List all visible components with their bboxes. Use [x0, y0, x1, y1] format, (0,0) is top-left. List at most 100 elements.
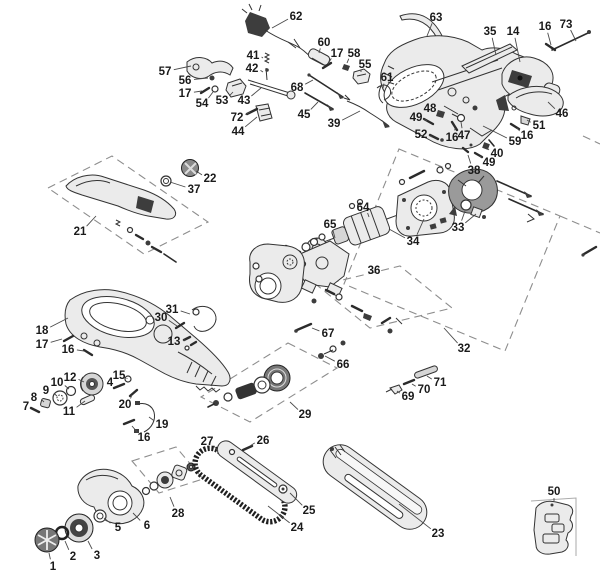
leader-line — [249, 442, 256, 447]
part-number-34: 34 — [407, 236, 420, 248]
leader-line — [516, 127, 520, 132]
part-number-56: 56 — [179, 75, 192, 87]
part-number-37: 37 — [188, 184, 201, 196]
leader-line — [367, 212, 370, 218]
part-number-16: 16 — [446, 132, 459, 144]
leader-line — [547, 32, 552, 46]
part-number-66: 66 — [337, 359, 350, 371]
wall-bracket — [530, 497, 577, 556]
trigger-assembly — [186, 52, 296, 122]
leader-line — [86, 215, 97, 227]
leader-line — [64, 385, 70, 390]
leader-line — [193, 90, 203, 93]
leader-line — [526, 119, 531, 123]
part-number-70: 70 — [418, 384, 431, 396]
part-number-51: 51 — [533, 120, 546, 132]
part-number-32: 32 — [458, 343, 471, 355]
part-number-28: 28 — [172, 508, 185, 520]
part-number-46: 46 — [556, 108, 569, 120]
part-number-65: 65 — [324, 219, 337, 231]
leader-line — [53, 393, 58, 397]
leader-line — [132, 512, 141, 521]
leader-line — [41, 399, 45, 403]
part-number-67: 67 — [322, 328, 335, 340]
part-number-25: 25 — [303, 505, 316, 517]
leader-line — [48, 552, 51, 560]
leader-line — [103, 517, 111, 524]
armature — [301, 198, 400, 252]
part-number-19: 19 — [156, 419, 169, 431]
leader-line — [324, 355, 336, 362]
part-number-13: 13 — [168, 336, 181, 348]
leader-line — [443, 327, 458, 344]
part-number-7: 7 — [23, 401, 29, 413]
adjuster-pins — [385, 365, 438, 395]
part-number-31: 31 — [166, 304, 179, 316]
leader-line — [479, 155, 482, 159]
leader-line — [195, 170, 203, 176]
leader-line — [398, 503, 432, 530]
leader-line — [169, 181, 186, 188]
leader-line — [465, 213, 477, 224]
part-number-58: 58 — [348, 48, 361, 60]
leader-line — [251, 87, 262, 97]
part-number-1: 1 — [50, 561, 57, 573]
part-number-22: 22 — [204, 173, 217, 185]
part-number-57: 57 — [159, 66, 172, 78]
part-number-21: 21 — [74, 226, 87, 238]
part-number-68: 68 — [291, 82, 304, 94]
part-number-17: 17 — [36, 339, 49, 351]
tension-rods — [304, 73, 390, 128]
leader-line — [169, 496, 175, 507]
leader-line — [148, 416, 155, 422]
rear-grip — [496, 85, 564, 117]
part-number-53: 53 — [216, 95, 229, 107]
part-number-18: 18 — [36, 325, 49, 337]
part-number-17: 17 — [331, 48, 344, 60]
part-number-17: 17 — [179, 88, 192, 100]
part-number-60: 60 — [318, 37, 331, 49]
part-number-50: 50 — [548, 486, 561, 498]
part-number-44: 44 — [232, 126, 245, 138]
leader-line — [491, 37, 497, 56]
leader-line — [429, 135, 433, 138]
part-number-62: 62 — [290, 11, 303, 23]
leader-line — [267, 505, 290, 524]
cord-clamp-parts — [321, 61, 392, 104]
part-number-16: 16 — [539, 21, 552, 33]
part-number-33: 33 — [452, 222, 465, 234]
leader-line — [382, 83, 385, 89]
part-number-54: 54 — [196, 98, 209, 110]
part-number-35: 35 — [484, 26, 497, 38]
leader-line — [49, 317, 69, 328]
leader-line — [327, 58, 332, 65]
leader-line — [64, 540, 70, 550]
part-number-36: 36 — [368, 265, 381, 277]
leader-line — [486, 147, 490, 151]
trim-strip — [461, 43, 518, 74]
leader-line — [547, 101, 556, 110]
leader-line — [460, 121, 463, 129]
leader-line — [76, 349, 85, 352]
clutch-parts — [34, 509, 107, 553]
leader-line — [271, 18, 289, 29]
gear-housing — [249, 243, 305, 303]
power-cord-plug — [241, 3, 331, 67]
part-number-16: 16 — [521, 130, 534, 142]
part-number-4: 4 — [107, 377, 114, 389]
part-number-10: 10 — [51, 377, 64, 389]
part-number-26: 26 — [257, 435, 270, 447]
leader-line — [426, 375, 433, 380]
part-number-72: 72 — [231, 112, 244, 124]
part-number-3: 3 — [94, 550, 100, 562]
part-number-73: 73 — [560, 19, 573, 31]
part-number-39: 39 — [328, 118, 341, 130]
part-number-63: 63 — [430, 12, 443, 24]
part-number-38: 38 — [468, 165, 481, 177]
part-number-69: 69 — [402, 391, 415, 403]
leader-line — [76, 400, 86, 408]
bar-scabbard — [322, 444, 428, 530]
